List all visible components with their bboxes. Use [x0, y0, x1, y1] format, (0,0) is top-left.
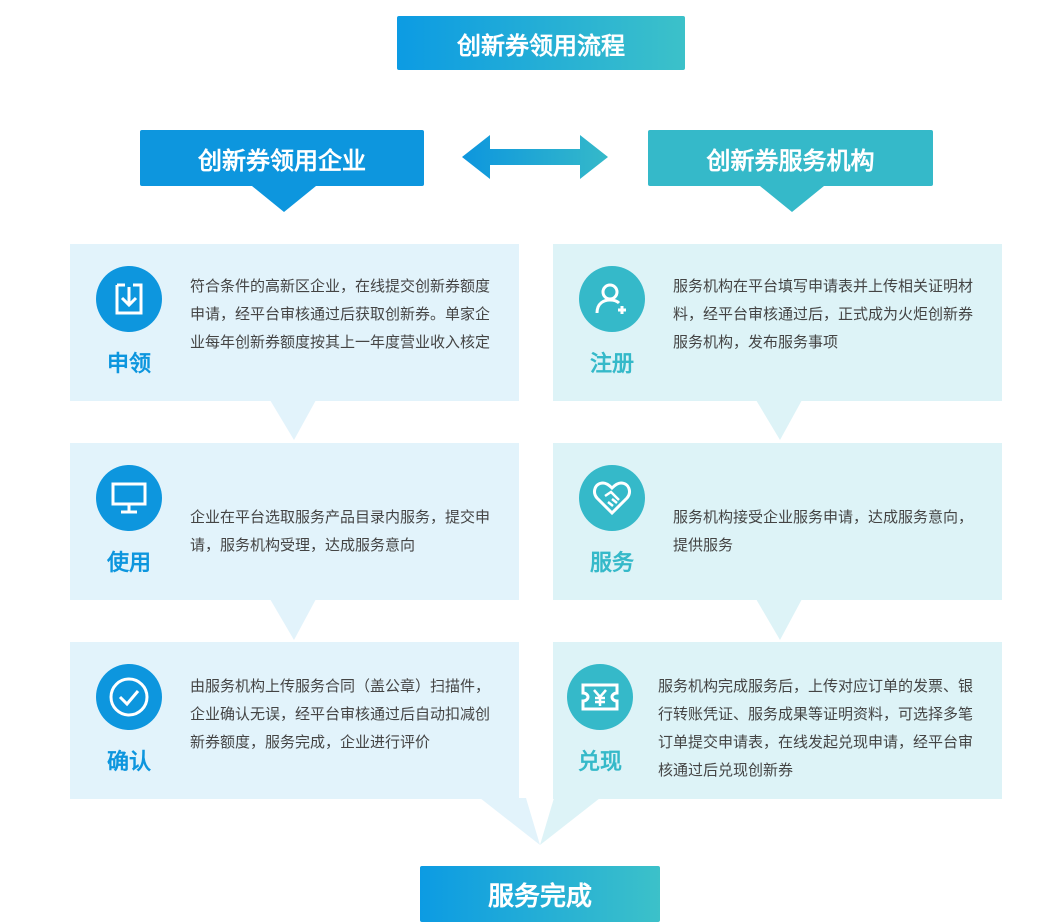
step-card-use: 使用 企业在平台选取服务产品目录内服务，提交申请，服务机构受理，达成服务意向: [70, 443, 519, 600]
step-card-apply: 申领 符合条件的高新区企业，在线提交创新券额度申请，经平台审核通过后获取创新券。…: [70, 244, 519, 401]
check-circle-icon: [96, 664, 162, 730]
completion-badge: 服务完成: [420, 866, 660, 922]
yen-ticket-icon: [567, 664, 633, 730]
provider-header: 创新券服务机构: [648, 130, 933, 186]
double-arrow-icon: [462, 135, 608, 179]
step-card-confirm: 确认 由服务机构上传服务合同（盖公章）扫描件，企业确认无误，经平台审核通过后自动…: [70, 642, 519, 799]
flow-title: 创新券领用流程: [397, 16, 685, 70]
tail-right-1: [756, 400, 802, 440]
step-label: 确认: [106, 750, 151, 775]
step-label: 服务: [589, 551, 634, 576]
step-card-redeem: 兑现 服务机构完成服务后，上传对应订单的发票、银行转账凭证、服务成果等证明资料，…: [553, 642, 1002, 799]
step-description: 服务机构接受企业服务申请，达成服务意向，提供服务: [673, 508, 974, 554]
step-card-register: 注册 服务机构在平台填写申请表并上传相关证明材料，经平台审核通过后，正式成为火炬…: [553, 244, 1002, 401]
tail-left-1: [270, 400, 316, 440]
step-label: 注册: [589, 352, 634, 377]
enterprise-header-pointer: [252, 186, 316, 212]
step-label: 使用: [106, 551, 151, 576]
download-icon: [96, 266, 162, 332]
step-card-service: 服务 服务机构接受企业服务申请，达成服务意向，提供服务: [553, 443, 1002, 600]
enterprise-header: 创新券领用企业: [140, 130, 424, 186]
step-description: 符合条件的高新区企业，在线提交创新券额度申请，经平台审核通过后获取创新券。单家企…: [190, 277, 491, 351]
provider-header-pointer: [760, 186, 824, 212]
step-label: 兑现: [577, 750, 622, 775]
tail-right-2: [756, 599, 802, 640]
step-description: 由服务机构上传服务合同（盖公章）扫描件，企业确认无误，经平台审核通过后自动扣减创…: [190, 677, 491, 751]
handshake-heart-icon: [579, 465, 645, 531]
user-add-icon: [579, 266, 645, 332]
tail-right-final: [540, 798, 600, 845]
step-description: 企业在平台选取服务产品目录内服务，提交申请，服务机构受理，达成服务意向: [190, 508, 491, 554]
step-description: 服务机构在平台填写申请表并上传相关证明材料，经平台审核通过后，正式成为火炬创新券…: [673, 277, 974, 351]
tail-left-final: [480, 798, 540, 845]
step-description: 服务机构完成服务后，上传对应订单的发票、银行转账凭证、服务成果等证明资料，可选择…: [658, 677, 974, 779]
step-label: 申领: [106, 352, 151, 377]
tail-left-2: [270, 599, 316, 640]
monitor-icon: [96, 465, 162, 531]
